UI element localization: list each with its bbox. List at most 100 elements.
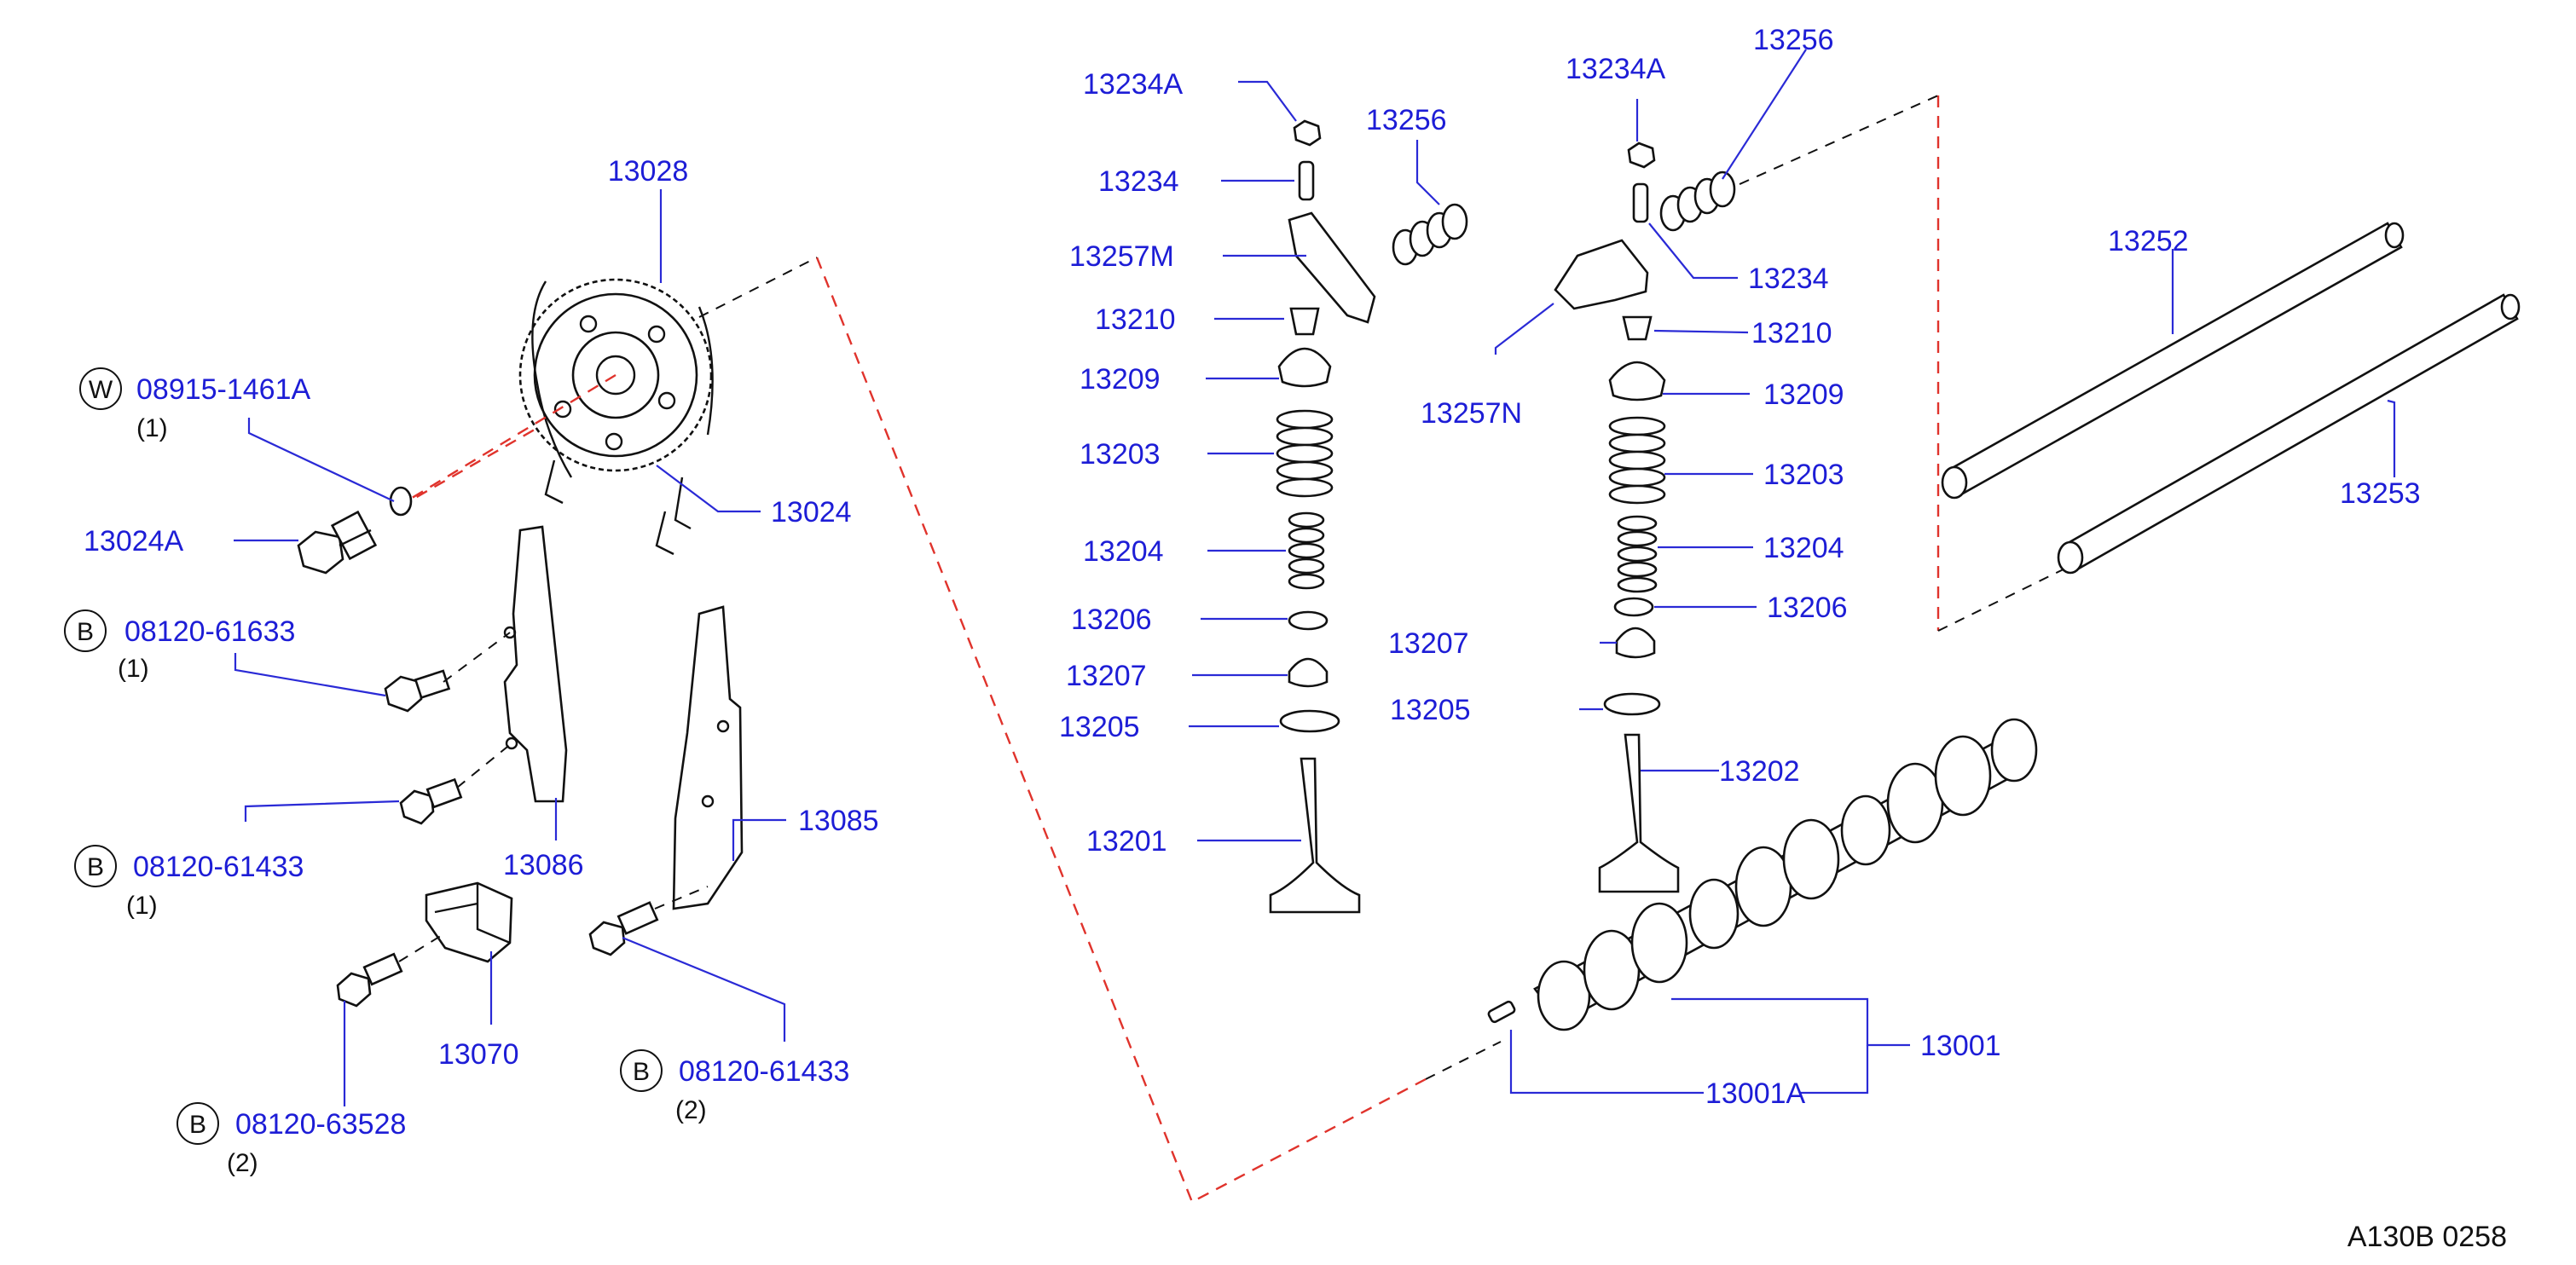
rocker-spring-right[interactable] — [1659, 170, 1736, 232]
label-13203-left[interactable]: 13203 — [1080, 438, 1161, 471]
label-13024[interactable]: 13024 — [771, 496, 852, 529]
label-13256-left[interactable]: 13256 — [1366, 104, 1447, 136]
label-08915-1461a[interactable]: 08915-1461A — [136, 373, 311, 406]
timing-chain-sprocket[interactable] — [518, 278, 714, 556]
qty-08120-61433-b: (2) — [675, 1096, 707, 1124]
outer-spring-right[interactable] — [1608, 416, 1666, 505]
label-13234a-left[interactable]: 13234A — [1083, 68, 1184, 101]
label-13234a-right[interactable]: 13234A — [1566, 53, 1666, 85]
label-13206-right[interactable]: 13206 — [1767, 592, 1848, 624]
camshaft-dowel-pin[interactable] — [1487, 1000, 1516, 1024]
label-13256-right[interactable]: 13256 — [1753, 24, 1834, 56]
bolt-axis — [400, 373, 617, 506]
label-13234-left[interactable]: 13234 — [1098, 165, 1179, 198]
chain-slack-guide[interactable] — [503, 525, 568, 803]
diagram-reference-code: A130B 0258 — [2347, 1221, 2507, 1253]
qty-08915: (1) — [136, 414, 168, 442]
label-13070[interactable]: 13070 — [438, 1038, 519, 1071]
valve-cotter-left[interactable] — [1289, 307, 1320, 336]
label-13203-right[interactable]: 13203 — [1763, 459, 1844, 491]
label-13207-left[interactable]: 13207 — [1066, 660, 1147, 692]
guide-bolt-lower[interactable] — [399, 777, 463, 825]
label-13085[interactable]: 13085 — [798, 805, 879, 837]
tensioner-bolt[interactable] — [336, 952, 403, 1008]
spring-retainer-right[interactable] — [1608, 361, 1666, 401]
label-13001a[interactable]: 13001A — [1705, 1077, 1806, 1110]
valve-cotter-right[interactable] — [1622, 315, 1653, 341]
dash-rocker — [1722, 95, 1939, 193]
qty-08120-63528: (2) — [227, 1149, 258, 1177]
qty-08120-61433-a: (1) — [126, 892, 158, 920]
dash-shaft — [1937, 560, 2081, 632]
badge-b-08120-61433b: B — [620, 1049, 663, 1092]
valve-seat-washer-right[interactable] — [1603, 692, 1661, 716]
label-13257m[interactable]: 13257M — [1069, 240, 1174, 273]
label-13201[interactable]: 13201 — [1086, 825, 1167, 858]
label-13206-left[interactable]: 13206 — [1071, 604, 1152, 636]
leader-lines — [234, 49, 2396, 1106]
label-13234-right[interactable]: 13234 — [1748, 263, 1829, 295]
label-13001[interactable]: 13001 — [1920, 1030, 2001, 1062]
label-13209-left[interactable]: 13209 — [1080, 363, 1161, 396]
label-13205-right[interactable]: 13205 — [1390, 694, 1471, 726]
valve-oil-seal-left[interactable] — [1288, 657, 1329, 688]
washer-part[interactable] — [389, 486, 413, 517]
spring-seat-left[interactable] — [1288, 610, 1329, 631]
intake-valve[interactable] — [1269, 757, 1361, 914]
label-13210-left[interactable]: 13210 — [1095, 303, 1176, 336]
label-13252[interactable]: 13252 — [2108, 225, 2189, 257]
inner-spring-left[interactable] — [1288, 511, 1325, 590]
valve-seat-washer-left[interactable] — [1279, 709, 1340, 733]
adjusting-nut-left[interactable] — [1293, 119, 1322, 147]
badge-w-08915: W — [79, 367, 122, 410]
label-13210-right[interactable]: 13210 — [1751, 317, 1832, 349]
rocker-shaft-upper[interactable] — [1941, 222, 2405, 500]
label-08120-61633[interactable]: 08120-61633 — [124, 615, 295, 648]
valve-oil-seal-right[interactable] — [1615, 627, 1656, 659]
rocker-arm-left[interactable] — [1288, 211, 1376, 324]
dash-sprocket — [698, 257, 818, 318]
qty-08120-61633: (1) — [118, 655, 149, 683]
sprocket-bolt[interactable] — [297, 510, 378, 575]
label-13086[interactable]: 13086 — [503, 849, 584, 881]
badge-b-08120-61433a: B — [74, 845, 117, 887]
label-13205-left[interactable]: 13205 — [1059, 711, 1140, 743]
valve-train-left — [1269, 119, 1468, 914]
badge-b-letter: B — [77, 618, 94, 646]
adjusting-nut-right[interactable] — [1627, 142, 1656, 169]
exhaust-valve[interactable] — [1598, 733, 1680, 893]
label-13253[interactable]: 13253 — [2340, 477, 2421, 510]
label-13209-right[interactable]: 13209 — [1763, 378, 1844, 411]
tension-guide-bolt[interactable] — [588, 901, 659, 956]
label-08120-63528[interactable]: 08120-63528 — [235, 1108, 406, 1141]
badge-b-letter: B — [633, 1058, 650, 1086]
camshaft[interactable] — [1533, 718, 2038, 1031]
rocker-arm-right[interactable] — [1554, 239, 1649, 310]
spring-seat-right[interactable] — [1613, 597, 1654, 617]
valve-train-right — [1554, 142, 1736, 893]
label-13204-left[interactable]: 13204 — [1083, 535, 1164, 568]
label-13204-right[interactable]: 13204 — [1763, 532, 1844, 564]
rocker-spring-left[interactable] — [1392, 203, 1468, 266]
inner-spring-right[interactable] — [1617, 515, 1658, 593]
dash-bolt-lower — [456, 742, 512, 788]
label-13028[interactable]: 13028 — [608, 155, 689, 188]
label-13207-right[interactable]: 13207 — [1388, 627, 1469, 660]
chain-tension-guide[interactable] — [672, 605, 744, 910]
badge-b-08120-61633: B — [64, 609, 107, 652]
guide-bolt-upper[interactable] — [384, 669, 451, 713]
label-08120-61433-a[interactable]: 08120-61433 — [133, 851, 304, 883]
adjusting-screw-right[interactable] — [1632, 182, 1649, 223]
label-08120-61433-b[interactable]: 08120-61433 — [679, 1055, 849, 1088]
chain-tensioner[interactable] — [425, 881, 513, 963]
label-13202[interactable]: 13202 — [1719, 755, 1800, 788]
outer-spring-left[interactable] — [1276, 409, 1334, 498]
label-13024a[interactable]: 13024A — [84, 525, 184, 557]
label-13257n[interactable]: 13257N — [1421, 397, 1522, 430]
dash-tensioner-bolt — [398, 933, 444, 962]
rocker-shaft-lower[interactable] — [2057, 293, 2521, 575]
adjusting-screw-left[interactable] — [1298, 160, 1315, 201]
spring-retainer-left[interactable] — [1277, 347, 1332, 388]
dash-tension-bolt — [654, 886, 709, 910]
